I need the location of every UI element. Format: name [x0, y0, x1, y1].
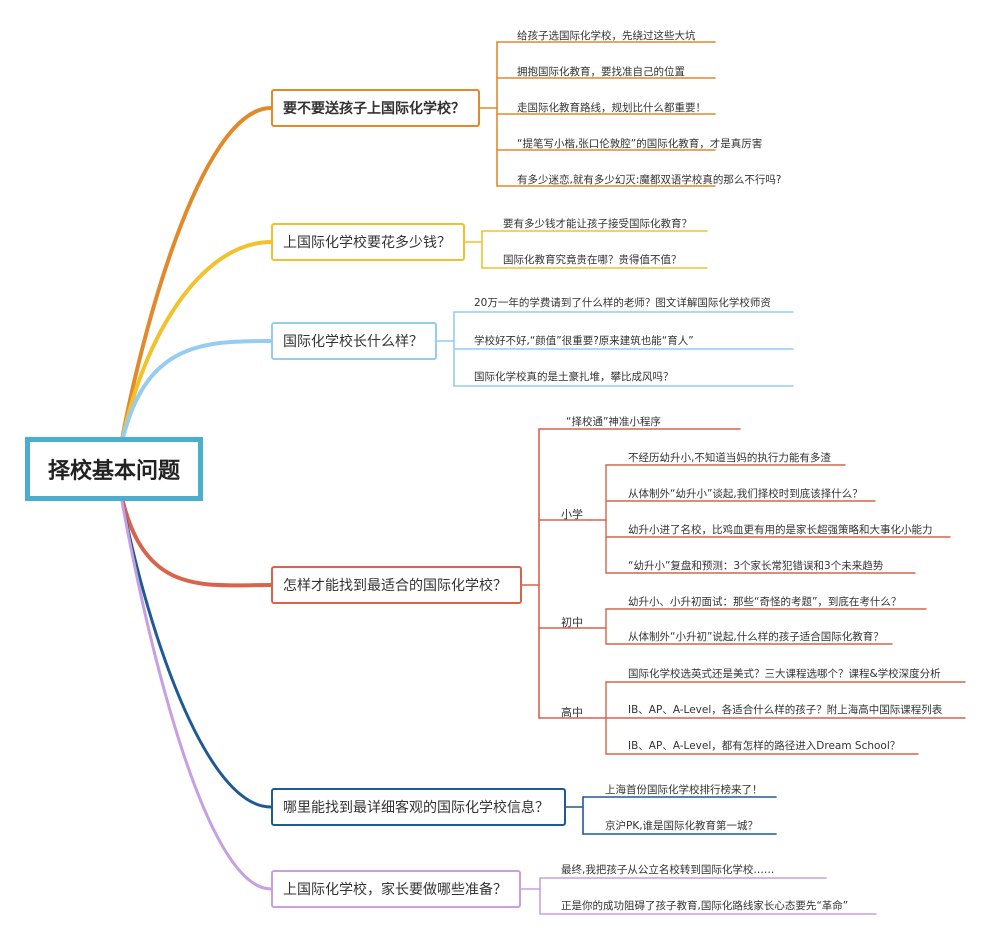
list-item[interactable]: 国际化学校真的是土豪扎堆，攀比成风吗？	[474, 371, 674, 383]
list-item[interactable]: 幼升小进了名校，比鸡血更有用的是家长超强策略和大事化小能力	[628, 524, 933, 536]
list-item[interactable]: 给孩子选国际化学校，先绕过这些大坑	[517, 30, 696, 42]
root-topic[interactable]: 择校基本问题	[25, 437, 203, 501]
list-item[interactable]: 国际化教育究竟贵在哪？贵得值不值？	[503, 254, 682, 266]
list-item[interactable]: 国际化学校选英式还是美式？三大课程选哪个？课程&学校深度分析	[628, 668, 941, 680]
root-branch-line	[116, 476, 273, 588]
list-item[interactable]: 有多少迷恋,就有多少幻灭:魔都双语学校真的那么不行吗?	[517, 174, 782, 186]
list-item[interactable]: 走国际化教育路线，规划比什么都重要！	[517, 102, 706, 114]
list-item[interactable]: 正是你的成功阻碍了孩子教育,国际化路线家长心态要先“革命”	[561, 900, 849, 912]
list-item[interactable]: 要有多少钱才能让孩子接受国际化教育？	[503, 218, 692, 230]
list-item[interactable]: 幼升小、小升初面试：那些“奇怪的考题”，到底在考什么？	[628, 596, 902, 608]
list-item[interactable]: 学校好不好,“颜值”很重要?原来建筑也能“育人”	[474, 335, 694, 347]
list-item[interactable]: “择校通”神准小程序	[566, 416, 661, 428]
topic-find-best-school[interactable]: 怎样才能找到最适合的国际化学校？	[271, 566, 522, 604]
list-item[interactable]: 从体制外“小升初”说起,什么样的孩子适合国际化教育？	[628, 631, 884, 643]
topic-school-info-source[interactable]: 哪里能找到最详细客观的国际化学校信息？	[271, 788, 566, 826]
group-label-primary[interactable]: 小学	[561, 508, 583, 521]
topic-cost[interactable]: 上国际化学校要花多少钱？	[271, 223, 465, 261]
root-branch-line	[116, 476, 273, 809]
list-item[interactable]: 20万一年的学费请到了什么样的老师？图文详解国际化学校师资	[474, 297, 771, 309]
list-item[interactable]: 京沪PK,谁是国际化教育第一城？	[605, 820, 759, 832]
group-label-high[interactable]: 高中	[561, 706, 583, 719]
topic-school-appearance[interactable]: 国际化学校长什么样？	[271, 322, 437, 360]
topic-send-to-international-school[interactable]: 要不要送孩子上国际化学校？	[271, 89, 480, 127]
list-item[interactable]: IB、AP、A-Level，都有怎样的路径进入Dream School？	[628, 740, 901, 752]
group-label-middle[interactable]: 初中	[561, 616, 583, 629]
list-item[interactable]: 拥抱国际化教育，要找准自己的位置	[517, 66, 685, 78]
list-item[interactable]: “幼升小”复盘和预测：3个家长常犯错误和3个未来趋势	[628, 560, 884, 572]
list-item[interactable]: IB、AP、A-Level，各适合什么样的孩子？附上海高中国际课程列表	[628, 704, 943, 716]
root-branch-line	[116, 339, 273, 464]
list-item[interactable]: 上海首份国际化学校排行榜来了！	[605, 784, 763, 796]
topic-parent-preparation[interactable]: 上国际化学校，家长要做哪些准备？	[271, 870, 521, 908]
list-item[interactable]: 最终,我把孩子从公立名校转到国际化学校……	[561, 864, 775, 876]
root-branch-line	[116, 476, 273, 891]
list-item[interactable]: “提笔写小楷,张口伦敦腔”的国际化教育，才是真厉害	[517, 138, 763, 150]
list-item[interactable]: 不经历幼升小,不知道当妈的执行力能有多渣	[628, 452, 831, 464]
list-item[interactable]: 从体制外“幼升小”谈起,我们择校时到底该择什么？	[628, 488, 863, 500]
